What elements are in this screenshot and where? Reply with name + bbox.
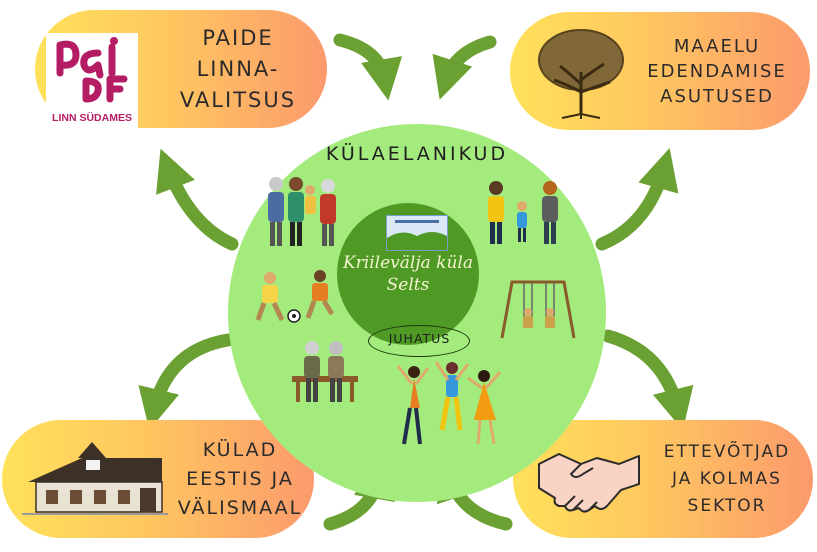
elderly-bench-illustration [292,341,358,402]
juhatus-label: JUHATUS [388,331,451,346]
kulaelanikud-title: KÜLAELANIKUD [325,143,509,165]
paide-logo: LINN SÜDAMES [46,33,138,128]
node-line: ASUTUSED [660,85,774,107]
logo-caption: LINN SÜDAMES [52,112,132,124]
node-line: VÄLISMAAL [177,496,303,519]
juhatus-oval [368,325,470,357]
node-line: VALITSUS [179,87,297,112]
paide-logo-mark [56,37,128,103]
arrow-right-up [595,147,679,251]
village-house-icon [22,442,168,515]
node-line: JA KOLMAS [672,468,782,489]
arrow-top-right-in [432,35,497,100]
arrow-left-up [156,148,239,251]
selts-line: Kriilevälja küla [342,253,473,273]
selts-emblem-icon [387,216,447,250]
tree-icon [538,29,624,119]
selts-line: Selts [386,275,430,295]
selts-name: Kriilevälja küla Selts [337,252,479,296]
node-line: MAAELU [673,35,761,57]
node-ettevotjad-ja-kolmas-sektor: ETTEVÕTJAD JA KOLMAS SEKTOR [513,420,813,538]
node-kulad-eestis-ja-valismaal: KÜLAD EESTIS JA VÄLISMAAL [2,420,314,538]
selts-emblem [386,215,448,251]
arrow-left-down [138,333,235,431]
node-line: KÜLAD [202,438,278,461]
node-line: ETTEVÕTJAD [663,441,791,462]
node-maaelu-edendamise-asutused: MAAELU EDENDAMISE ASUTUSED [510,12,810,130]
dancing-people-illustration [396,361,502,445]
node-line: EESTIS JA [186,467,294,490]
node-line: EDENDAMISE [647,60,787,82]
family-illustration [268,177,336,246]
node-line: SEKTOR [687,495,767,516]
parents-children-illustration [488,181,558,244]
arrow-top-left-in [333,33,403,101]
arrow-right-down [601,329,694,431]
handshake-icon [538,453,640,513]
kids-football-illustration [255,270,335,323]
swings-illustration [500,280,576,339]
node-line: LINNA- [196,56,280,81]
node-line: PAIDE [202,25,274,50]
